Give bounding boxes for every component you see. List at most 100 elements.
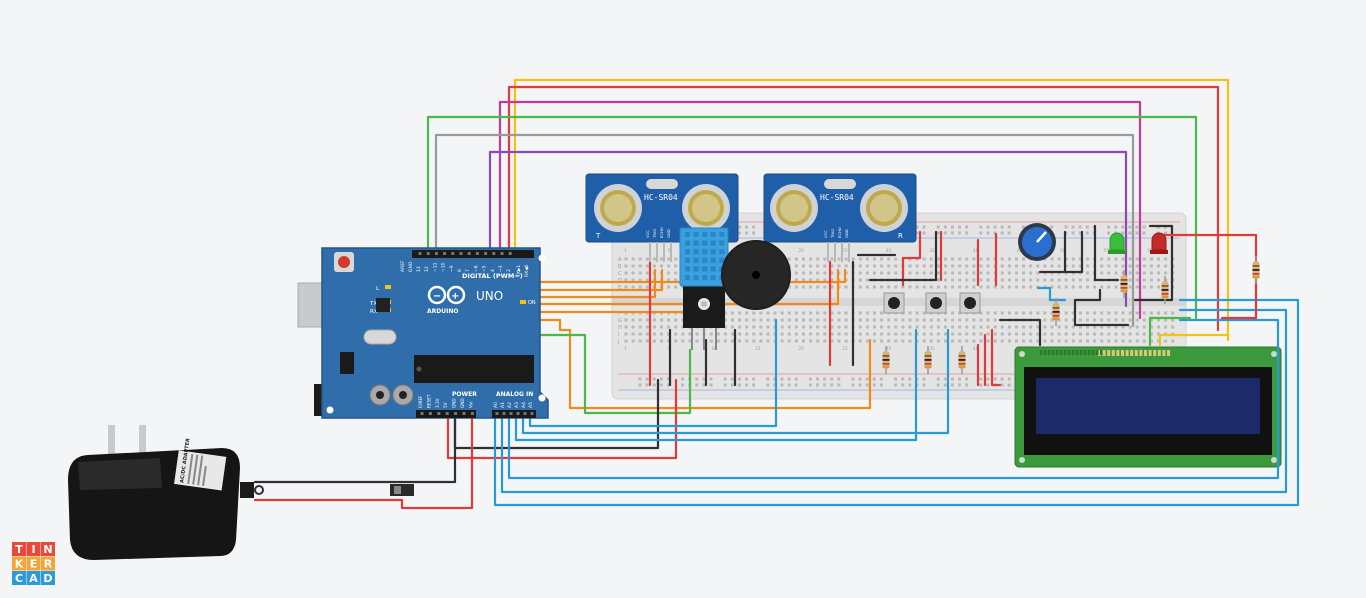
push-buttons — [883, 292, 981, 314]
digital-pin-label: 13 — [416, 266, 422, 272]
sensor-pin-label: TRIG — [830, 229, 835, 239]
atmega-chip — [414, 355, 534, 383]
ac-adapter: AC/DC ADAPTER — [68, 425, 264, 560]
breadboard-row-label: A — [618, 257, 622, 263]
sensor-pin-label: TRIG — [652, 229, 657, 239]
reset-button-icon[interactable] — [338, 256, 350, 268]
wire-green-top — [426, 115, 1198, 320]
analog-pin-label: A2 — [507, 402, 513, 408]
sensor-pin-label: ECHO — [659, 227, 664, 238]
logo-letter: D — [43, 572, 52, 585]
breadboard-col-label: 35 — [929, 248, 935, 254]
sensor-pin-label: ECHO — [837, 227, 842, 238]
power-pin-label: 3.3V — [435, 398, 440, 408]
digital-pin-label: ~6 — [473, 265, 479, 272]
breadboard-col-label: 40 — [973, 346, 979, 352]
wire-adapter-red — [253, 416, 474, 510]
digital-pin-label: ~5 — [482, 265, 488, 272]
svg-text:−: − — [433, 291, 441, 302]
board-brand-sub: ARDUINO — [427, 308, 458, 315]
leds — [1108, 232, 1168, 254]
power-pin-label: Vin — [468, 401, 473, 408]
breadboard-col-label: 1 — [624, 248, 627, 254]
sensor-pin-label: GND — [666, 229, 671, 238]
arduino-logo-icon: − + — [427, 285, 466, 305]
resistor — [1120, 270, 1128, 298]
breadboard-col-label: 10 — [711, 346, 717, 352]
digital-pin-label: ~10 — [441, 262, 447, 272]
breadboard-col-label: 30 — [886, 248, 892, 254]
piezo-buzzer — [721, 240, 791, 310]
breadboard-row-label: J — [617, 339, 619, 345]
on-label: ON — [528, 300, 536, 306]
lcd-16x2 — [1014, 346, 1282, 468]
sensor-2-corner: R — [898, 232, 903, 240]
logo-letter: E — [30, 558, 38, 571]
breadboard-col-label: 55 — [1104, 248, 1110, 254]
digital-pin-label: 8 — [457, 269, 463, 272]
wire-black-lcd — [1073, 288, 1130, 327]
wire-black-bb-6 — [998, 318, 1042, 347]
wire-gray-top — [434, 133, 1135, 328]
analog-pin-label: A0 — [493, 402, 499, 408]
wire-blue-a2 — [507, 318, 1280, 480]
digital-header — [412, 250, 534, 258]
resistor — [958, 346, 966, 374]
potentiometer — [1018, 223, 1056, 261]
wire-purple — [488, 150, 1128, 308]
wire-yellow-lcd — [1158, 333, 1230, 347]
power-pin-label: IOREF — [418, 395, 423, 408]
breadboard-col-label: 30 — [886, 346, 892, 352]
wire-black-bb-8 — [1093, 224, 1174, 302]
pin-label-aref_label: AREF — [400, 260, 406, 272]
resistor — [882, 346, 890, 374]
logo-letter: C — [15, 572, 23, 585]
digital-pin-label: ~9 — [449, 265, 455, 272]
breadboard-row-label: I — [618, 332, 619, 338]
analog-pin-label: A1 — [500, 402, 506, 408]
analog-pin-label: A3 — [514, 402, 520, 408]
breadboard-row-label: G — [618, 318, 622, 324]
logo-letter: K — [15, 558, 24, 571]
pin-label-rxpin_label: RX◀0 — [524, 264, 530, 277]
sensor-1-model: HC-SR04 — [644, 193, 678, 202]
resistor — [1252, 256, 1260, 284]
wire-red-top — [507, 85, 1220, 332]
analog-header — [492, 410, 536, 418]
power-label: POWER — [452, 391, 477, 398]
wire-black-bb-5 — [856, 230, 938, 282]
led-l-label: L — [376, 286, 380, 292]
breadboard-col-label: 20 — [798, 248, 804, 254]
breadboard-col-label: 20 — [798, 346, 804, 352]
wire-blue-a5 — [528, 318, 778, 428]
digital-pin-label: 12 — [424, 266, 430, 272]
digital-pin-label: 2 — [506, 269, 512, 272]
breadboard-col-label: 1 — [624, 346, 627, 352]
logo-letter: R — [44, 558, 53, 571]
sensor-1-corner: T — [595, 232, 601, 240]
sensor-legs — [649, 242, 850, 262]
wire-magenta — [498, 100, 1142, 320]
breadboard-col-label: 40 — [973, 248, 979, 254]
power-pin-label: RESET — [426, 394, 431, 408]
logo-letter: T — [15, 543, 23, 556]
led-rx-label: RX — [370, 309, 378, 315]
led-tx-label: TX — [369, 301, 377, 307]
digital-pin-label: ~3 — [498, 265, 504, 272]
wire-blue-a0 — [493, 298, 1300, 507]
resistor — [924, 346, 932, 374]
breadboard-row-label: H — [618, 325, 622, 331]
logo-letter: I — [31, 543, 35, 556]
dht-sensor — [679, 227, 729, 350]
wire-red-5v — [446, 378, 678, 460]
wires — [253, 78, 1300, 510]
slide-switch — [390, 484, 414, 496]
wire-blue-a1 — [500, 308, 1288, 494]
analog-pin-label: A4 — [521, 402, 527, 408]
wire-blue-a4 — [521, 328, 950, 435]
breadboard-col-label: 15 — [755, 346, 761, 352]
logo-letter: N — [43, 543, 52, 556]
